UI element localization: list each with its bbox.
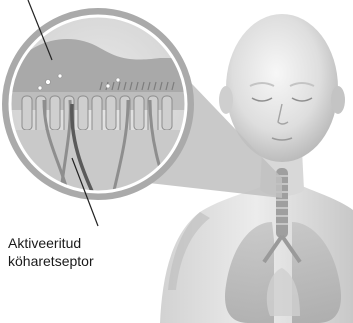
right-ear [331,86,345,114]
callout-label: Aktiveeritud köharetseptor [8,234,94,270]
callout-label-line1: Aktiveeritud [8,234,94,252]
callout-label-line2: köharetseptor [8,252,94,270]
left-ear [219,86,233,114]
